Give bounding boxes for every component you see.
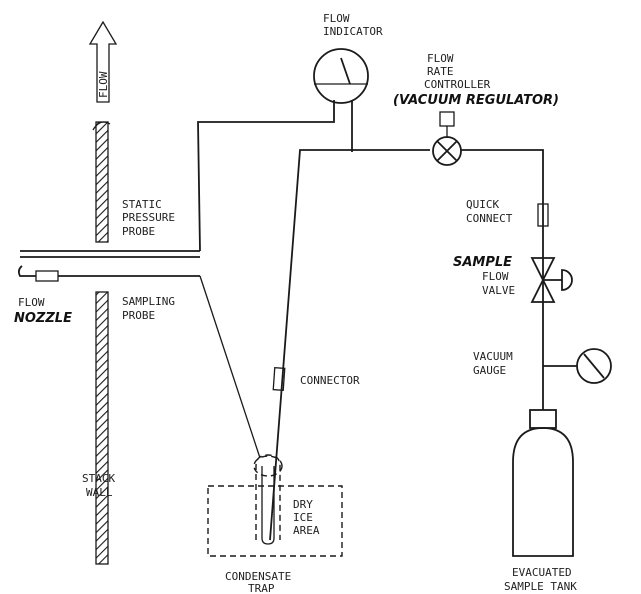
- flow-indicator-label: FLOW: [323, 12, 350, 25]
- flow-rate-controller-label: FLOW: [427, 52, 454, 65]
- vacuum-gauge-label: GAUGE: [473, 364, 506, 377]
- evacuated-sample-tank-label: EVACUATED: [512, 566, 572, 579]
- stack-wall-lower: [95, 291, 109, 565]
- static-pressure-probe-label: PROBE: [122, 225, 155, 238]
- quick-connect-label: QUICK: [466, 198, 499, 211]
- stack-wall-label: STACK: [82, 472, 115, 485]
- sample-flow-valve-label: VALVE: [482, 284, 515, 297]
- dry-ice-area-label: ICE: [293, 511, 313, 524]
- sampling-probe-label: SAMPLING: [122, 295, 175, 308]
- flow-rate-controller-label: CONTROLLER: [424, 78, 491, 91]
- stack-wall-upper: [92, 121, 111, 243]
- dry-ice-area-label: DRY: [293, 498, 313, 511]
- bowtie-valve-icon: [530, 257, 573, 303]
- flow-indicator-gauge: [313, 48, 369, 152]
- flow-rate-controller-label: RATE: [427, 65, 454, 78]
- vacuum-regulator-label: (VACUUM REGULATOR): [393, 93, 559, 108]
- flow-indicator-label: INDICATOR: [323, 25, 383, 38]
- static-pressure-line: [197, 100, 335, 252]
- main-sample-line: [269, 149, 430, 541]
- sampling-probe-label: PROBE: [122, 309, 155, 322]
- tank-line: [461, 149, 544, 410]
- flow-arrow-label: FLOW: [97, 71, 110, 98]
- static-pressure-probe-label: STATIC: [122, 198, 162, 211]
- condensate-trap-label: TRAP: [248, 582, 275, 594]
- connector-label: CONNECTOR: [300, 374, 360, 387]
- connector-icon: [272, 366, 286, 392]
- stack-wall-label: WALL: [86, 486, 113, 499]
- static-pressure-probe: [20, 250, 200, 258]
- gas-cylinder-icon: [512, 409, 574, 557]
- quick-connect-label: CONNECT: [466, 212, 513, 225]
- static-pressure-probe-label: PRESSURE: [122, 211, 175, 224]
- flow-nozzle-label: NOZZLE: [14, 311, 72, 326]
- vacuum-gauge-icon: [543, 348, 612, 384]
- quick-connect-icon: [537, 203, 549, 227]
- sample-flow-valve-label: FLOW: [482, 270, 509, 283]
- sample-flow-valve-label: SAMPLE: [453, 255, 512, 270]
- flow-nozzle-label: FLOW: [18, 296, 45, 309]
- sampling-probe: [17, 265, 261, 459]
- evacuated-sample-tank-label: SAMPLE TANK: [504, 580, 577, 593]
- vacuum-gauge-label: VACUUM: [473, 350, 513, 363]
- condensate-trap-label: CONDENSATE: [225, 570, 291, 583]
- condensate-trap: [207, 454, 343, 557]
- dry-ice-area-label: AREA: [293, 524, 320, 537]
- crossed-valve-icon: [432, 111, 462, 166]
- flow-arrow-icon: [88, 20, 118, 103]
